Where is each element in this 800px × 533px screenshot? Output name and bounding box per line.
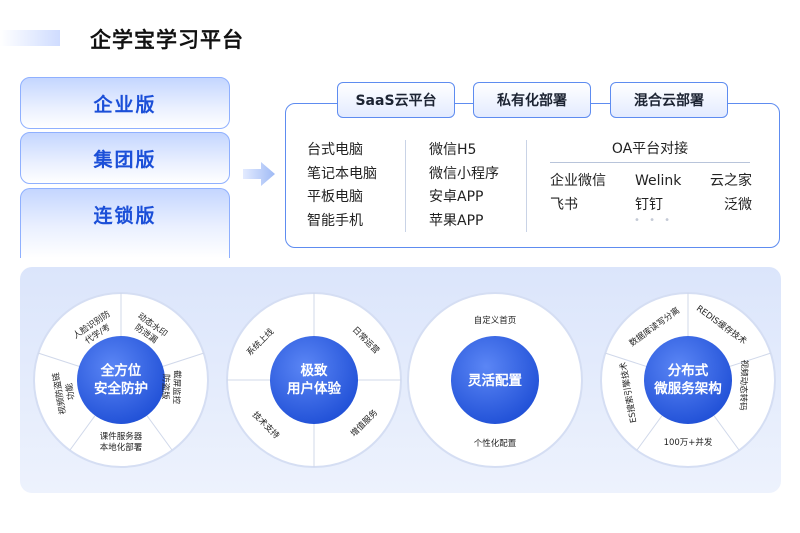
security-item: 防盗版 xyxy=(160,374,172,400)
device-item: 平板电脑 xyxy=(307,189,363,205)
platform-panel xyxy=(285,103,780,248)
tab-hybrid[interactable]: 混合云部署 xyxy=(610,82,728,118)
security-center-1: 全方位 xyxy=(100,362,142,379)
config-item: 自定义首页 xyxy=(474,315,517,326)
app-list: 微信H5 微信小程序 安卓APP 苹果APP xyxy=(429,139,499,233)
oa-col-1: 企业微信 飞书 xyxy=(550,170,606,217)
oa-title: OA平台对接 xyxy=(611,141,689,157)
device-item: 智能手机 xyxy=(307,212,363,229)
oa-divider xyxy=(550,162,750,163)
app-item: 安卓APP xyxy=(429,189,484,205)
app-item: 微信H5 xyxy=(429,142,477,158)
oa-col-2: Welink 钉钉 xyxy=(635,170,681,217)
config-circle: 灵活配置 自定义首页 个性化配置 xyxy=(407,292,583,468)
experience-circle: 极致 用户体验 系统上线 日常运营 增值服务 技术支持 xyxy=(226,292,402,468)
divider xyxy=(526,140,527,232)
architecture-center-1: 分布式 xyxy=(668,362,709,379)
security-item: 课件服务器 xyxy=(100,431,143,442)
edition-chain[interactable]: 连锁版 xyxy=(20,188,230,258)
oa-item: Welink xyxy=(635,173,682,189)
architecture-circle: 分布式 微服务架构 REDIS缓存技术 视频动态转码 100万+并发 ES搜索引… xyxy=(600,292,776,468)
security-circle: 全方位 安全防护 人脸识别防 代学/考 动态水印 防泄漏 截屏监控 防盗版 课件… xyxy=(33,292,209,468)
config-center: 灵活配置 xyxy=(468,372,522,389)
security-item: 截屏监控 xyxy=(170,370,182,405)
device-list: 台式电脑 笔记本电脑 平板电脑 智能手机 xyxy=(307,139,377,233)
app-item: 微信小程序 xyxy=(429,165,499,182)
architecture-item: 100万+并发 xyxy=(664,437,713,448)
feature-circles: 全方位 安全防护 人脸识别防 代学/考 动态水印 防泄漏 截屏监控 防盗版 课件… xyxy=(33,292,776,468)
architecture-item: 视频动态转码 xyxy=(737,359,750,410)
oa-item: 飞书 xyxy=(550,196,578,213)
device-item: 台式电脑 xyxy=(307,142,363,158)
security-item: 功能 xyxy=(63,382,77,401)
oa-item: 云之家 xyxy=(710,173,752,189)
oa-col-3: 云之家 泛微 xyxy=(706,170,752,217)
divider xyxy=(405,140,406,232)
title-accent-bar xyxy=(0,30,60,46)
more-dots-icon: • • • xyxy=(634,215,674,226)
device-item: 笔记本电脑 xyxy=(307,165,377,182)
experience-center-1: 极致 xyxy=(301,362,328,379)
oa-item: 企业微信 xyxy=(550,173,606,189)
architecture-center-2: 微服务架构 xyxy=(653,380,722,397)
tab-private[interactable]: 私有化部署 xyxy=(473,82,591,118)
oa-item: 钉钉 xyxy=(635,196,663,213)
security-center-2: 安全防护 xyxy=(94,380,148,397)
edition-group[interactable]: 集团版 xyxy=(20,132,230,184)
oa-item: 泛微 xyxy=(724,196,752,213)
page-title: 企学宝学习平台 xyxy=(90,28,244,52)
arrow-right-icon xyxy=(243,162,275,186)
app-item: 苹果APP xyxy=(429,212,484,229)
experience-center-2: 用户体验 xyxy=(287,380,341,397)
config-item: 个性化配置 xyxy=(474,438,517,449)
edition-enterprise[interactable]: 企业版 xyxy=(20,77,230,129)
security-item: 本地化部署 xyxy=(100,442,143,453)
tab-saas[interactable]: SaaS云平台 xyxy=(337,82,455,118)
